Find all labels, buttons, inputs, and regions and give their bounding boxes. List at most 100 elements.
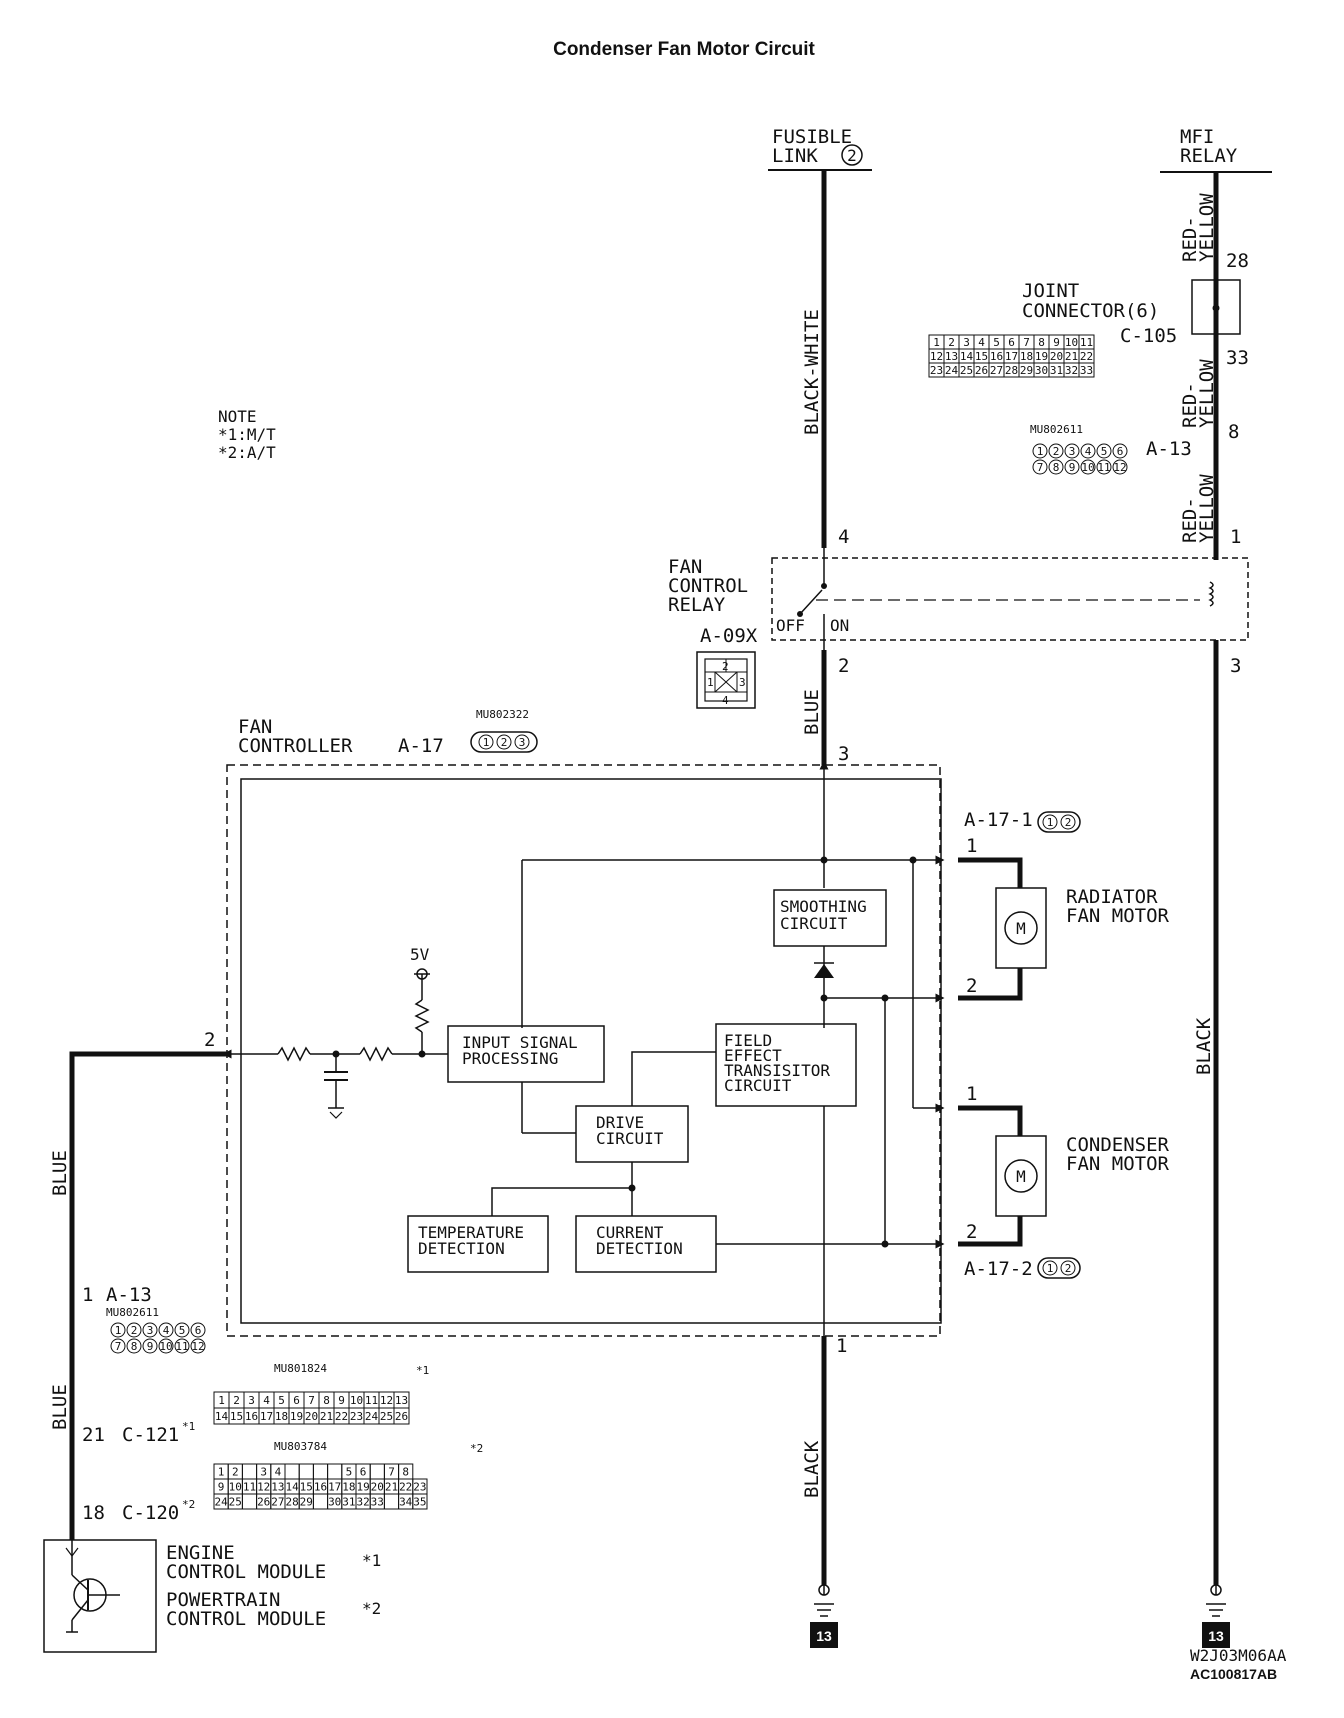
fan-controller-label-2: CONTROLLER xyxy=(238,735,353,757)
radiator-label-2: FAN MOTOR xyxy=(1066,905,1170,927)
connector-a13-right-pin-label: 3 xyxy=(1069,445,1076,458)
connector-a13-left-pin-cell xyxy=(174,1322,190,1338)
connector-a13-right-pin-label: 9 xyxy=(1069,461,1076,474)
connector-c105-pin-label: 31 xyxy=(1050,364,1063,377)
block-smoothing-circuit xyxy=(773,889,887,947)
connector-a13-right-pin-cell xyxy=(1032,459,1048,475)
connector-c120-pin-label: 24 xyxy=(214,1496,228,1509)
control-module: ENGINE CONTROL MODULE *1 POWERTRAIN CONT… xyxy=(43,1539,381,1653)
relay-pin-3: 3 xyxy=(1230,655,1241,677)
svg-text:SMOOTHING: SMOOTHING xyxy=(780,897,867,916)
connector-c105-pin-label: 24 xyxy=(945,364,959,377)
connector-a13-left-pin-cell xyxy=(190,1322,206,1338)
connector-c120-pin-label: 16 xyxy=(314,1481,327,1494)
connector-c121-face-note: *1 xyxy=(416,1364,429,1377)
connector-a13-left-pin-label: 4 xyxy=(163,1324,170,1337)
svg-text:PROCESSING: PROCESSING xyxy=(462,1049,558,1068)
connector-c120-pin-label: 28 xyxy=(285,1496,298,1509)
connector-c120-pin-label: 14 xyxy=(285,1481,299,1494)
connector-a13-left-pin-cell xyxy=(142,1338,158,1354)
relay-on-label: ON xyxy=(830,616,849,635)
wire-label-red-yellow-1: RED- YELLOW xyxy=(1179,193,1218,262)
connector-a13-left-pin-label: 8 xyxy=(131,1340,138,1353)
relay-coil xyxy=(1208,581,1214,607)
fan-controller-part: MU802322 xyxy=(476,708,529,721)
svg-text:1: 1 xyxy=(707,676,714,689)
connector-c121-note: *1 xyxy=(182,1420,195,1433)
block-fet-circuit xyxy=(715,1023,857,1107)
connector-a13-left-pin-cell xyxy=(158,1322,174,1338)
connector-a13-right-pin-label: 6 xyxy=(1117,445,1124,458)
controller-pin-3: 3 xyxy=(838,743,849,765)
connector-c120-pin-label: 33 xyxy=(371,1496,384,1509)
connector-a13-left-pin-label: 5 xyxy=(179,1324,186,1337)
radiator-pin-1: 1 xyxy=(966,835,977,857)
ground-left: 13 xyxy=(810,1584,838,1648)
condenser-label-1: CONDENSER xyxy=(1066,1134,1170,1156)
connector-a13-left-code: A-13 xyxy=(106,1284,152,1306)
connector-c105-pin-label: 15 xyxy=(975,350,988,363)
svg-text:M: M xyxy=(1016,1167,1026,1186)
relay-code: A-09X xyxy=(700,625,758,647)
connector-c105-pin-label: 7 xyxy=(1023,336,1030,349)
connector-a13-left-part: MU802611 xyxy=(106,1306,159,1319)
condenser-fan-motor: 1 2 M CONDENSER FAN MOTOR A-17-2 1 2 xyxy=(958,1083,1170,1280)
connector-c120-pin-cell xyxy=(412,1493,428,1510)
radiator-motor-symbol xyxy=(1004,911,1038,945)
connector-c121-pin-label: 1 xyxy=(218,1394,225,1407)
connector-c121-pin-label: 10 xyxy=(350,1394,363,1407)
connector-c120-pin-label: 7 xyxy=(388,1466,395,1479)
connector-c120-pin-label: 21 xyxy=(385,1481,398,1494)
wire-label-black-ground: BLACK xyxy=(801,1440,823,1498)
svg-text:1: 1 xyxy=(483,736,490,749)
connector-a13-right-pin-label: 10 xyxy=(1081,461,1094,474)
control-module-box xyxy=(43,1539,157,1653)
connector-c105-pin-label: 20 xyxy=(1050,350,1063,363)
controller-pin-1: 1 xyxy=(836,1335,847,1357)
connector-c105-pin-label: 18 xyxy=(1020,350,1033,363)
connector-c120-pin-label: 5 xyxy=(346,1466,353,1479)
connector-c121-pin-label: 7 xyxy=(308,1394,315,1407)
connector-c120-pin-label: 22 xyxy=(399,1481,412,1494)
connector-c105-pin-label: 16 xyxy=(990,350,1003,363)
svg-text:YELLOW: YELLOW xyxy=(1196,193,1218,262)
connector-c121-pin-label: 16 xyxy=(245,1410,258,1423)
connector-a13-right-pin-cell xyxy=(1064,459,1080,475)
condenser-pin-1: 1 xyxy=(966,1083,977,1105)
condenser-pin-2: 2 xyxy=(966,1221,977,1243)
connector-c105-pin-label: 32 xyxy=(1065,364,1078,377)
radiator-fan-motor: A-17-1 1 2 1 2 M RADIATOR FAN MOTOR xyxy=(958,809,1170,1001)
diode xyxy=(814,964,834,978)
mfi-relay: MFI RELAY xyxy=(1160,126,1272,173)
connector-a13-right-pin-cell xyxy=(1064,443,1080,459)
connector-c120-pin-label: 12 xyxy=(257,1481,270,1494)
fan-control-relay-label-2: CONTROL xyxy=(668,575,748,597)
resistor-pullup xyxy=(414,999,430,1033)
connector-c120-pin-cell xyxy=(298,1463,314,1480)
ecm-label-1: ENGINE xyxy=(166,1542,235,1564)
note: NOTE *1:M/T *2:A/T xyxy=(218,407,276,462)
connector-c105-pin-label: 6 xyxy=(1008,336,1015,349)
fan-controller: FAN CONTROLLER A-17 MU802322 1 2 3 xyxy=(226,708,942,1337)
connector-c120-pin-label: 4 xyxy=(275,1466,282,1479)
connector-c120-pin-label: 29 xyxy=(300,1496,313,1509)
relay-connector-face: 2 1 3 4 xyxy=(696,651,756,709)
svg-text:3: 3 xyxy=(739,676,746,689)
block-temperature-detection xyxy=(407,1215,549,1273)
svg-text:CIRCUIT: CIRCUIT xyxy=(780,914,848,933)
connector-c105-pin-label: 2 xyxy=(948,336,955,349)
svg-text:3: 3 xyxy=(519,736,526,749)
connector-c105-pin-label: 29 xyxy=(1020,364,1033,377)
connector-c121-pin-label: 17 xyxy=(260,1410,273,1423)
connector-c120-pin-cell xyxy=(312,1463,329,1480)
ground-right-number: 13 xyxy=(1208,1628,1224,1644)
condenser-motor-symbol xyxy=(1004,1159,1038,1193)
connector-c120-pin-label: 13 xyxy=(271,1481,284,1494)
svg-text:2: 2 xyxy=(722,660,729,673)
connector-a13-pin-8: 8 xyxy=(1228,421,1239,443)
connector-a13-part: MU802611 xyxy=(1030,423,1083,436)
note-line-1: *1:M/T xyxy=(218,425,276,444)
connector-a13-left-pin-cell xyxy=(158,1338,174,1354)
